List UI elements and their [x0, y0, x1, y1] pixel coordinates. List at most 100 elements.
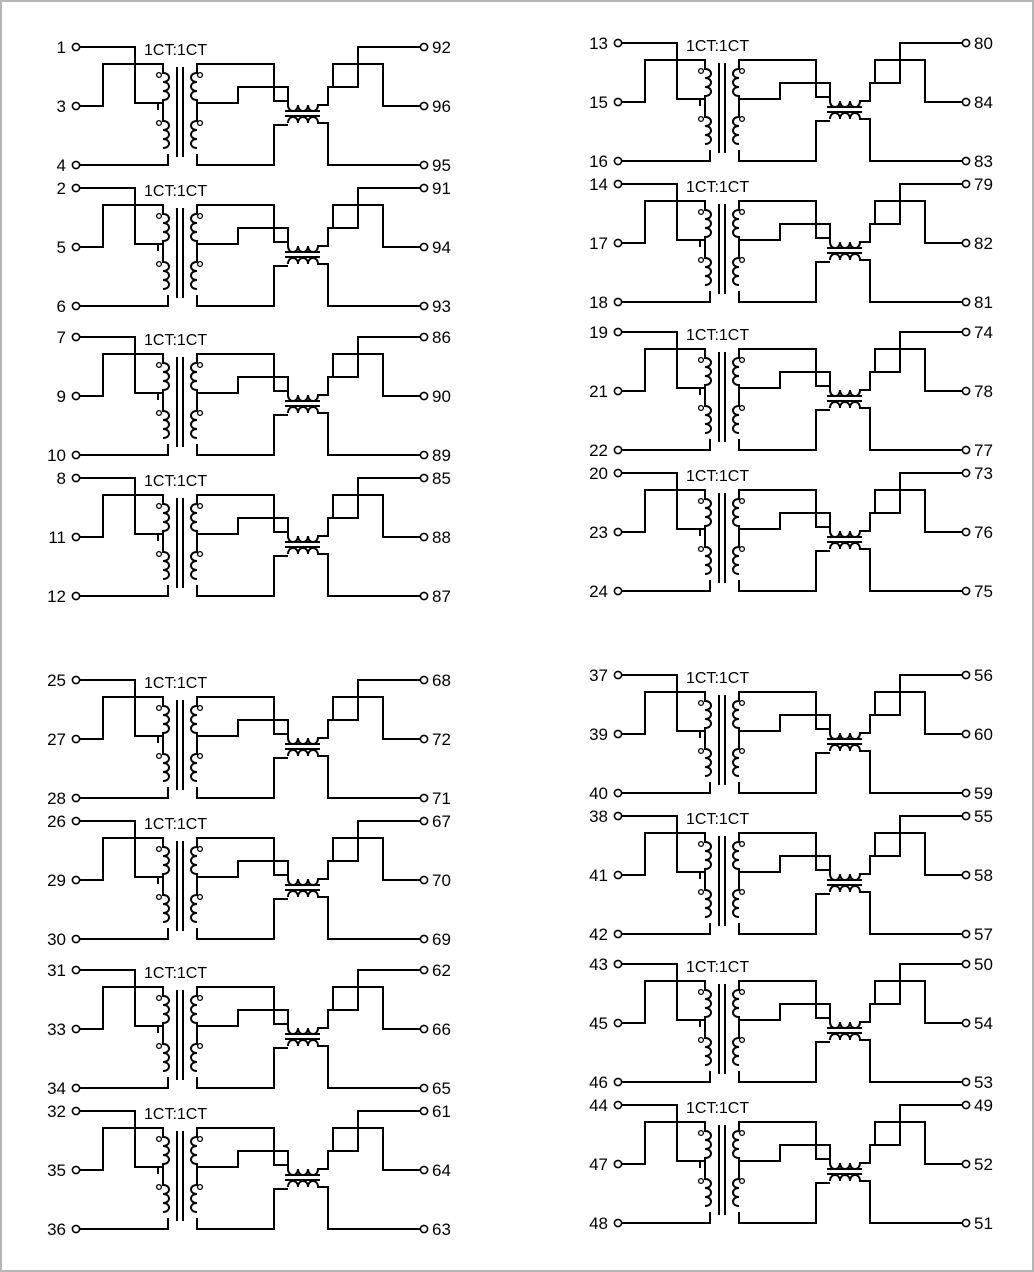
- pin-terminal: [71, 934, 81, 944]
- pin-terminal: [961, 156, 971, 166]
- pin-terminal: [613, 327, 623, 337]
- pin-terminal: [613, 38, 623, 48]
- pin-label: 64: [432, 1161, 451, 1180]
- pin-terminal: [961, 1018, 971, 1028]
- pin-terminal: [419, 101, 429, 111]
- pin-label: 29: [47, 871, 66, 890]
- pin-label: 58: [974, 866, 993, 885]
- pin-label: 67: [432, 812, 451, 831]
- pin-label: 38: [589, 807, 608, 826]
- pin-terminal: [419, 816, 429, 826]
- pin-label: 25: [47, 671, 66, 690]
- pin-label: 89: [432, 446, 451, 465]
- pin-label: 28: [47, 789, 66, 808]
- turns-ratio-label: 1CT:1CT: [686, 38, 749, 55]
- pin-label: 45: [589, 1014, 608, 1033]
- pin-label: 63: [432, 1220, 451, 1239]
- pin-label: 40: [589, 784, 608, 803]
- pin-terminal: [961, 959, 971, 969]
- pin-label: 16: [589, 152, 608, 171]
- pin-terminal: [613, 959, 623, 969]
- pin-terminal: [961, 445, 971, 455]
- turns-ratio-label: 1CT:1CT: [144, 1106, 207, 1123]
- pin-label: 73: [974, 464, 993, 483]
- pin-terminal: [419, 473, 429, 483]
- pin-label: 12: [47, 587, 66, 606]
- pin-label: 83: [974, 152, 993, 171]
- pin-terminal: [419, 934, 429, 944]
- pin-label: 9: [57, 387, 66, 406]
- pin-terminal: [613, 527, 623, 537]
- pin-label: 13: [589, 34, 608, 53]
- pin-label: 84: [974, 93, 993, 112]
- pin-terminal: [71, 101, 81, 111]
- pin-terminal: [419, 532, 429, 542]
- pin-terminal: [71, 391, 81, 401]
- pin-terminal: [961, 1159, 971, 1169]
- pin-terminal: [419, 450, 429, 460]
- pin-label: 46: [589, 1073, 608, 1092]
- pin-label: 5: [57, 238, 66, 257]
- pin-label: 30: [47, 930, 66, 949]
- pin-terminal: [961, 929, 971, 939]
- pin-label: 70: [432, 871, 451, 890]
- pin-terminal: [71, 183, 81, 193]
- pin-terminal: [613, 670, 623, 680]
- pin-label: 43: [589, 955, 608, 974]
- pin-terminal: [613, 1018, 623, 1028]
- pin-label: 79: [974, 175, 993, 194]
- pin-label: 51: [974, 1214, 993, 1233]
- pin-label: 24: [589, 582, 608, 601]
- pin-terminal: [961, 1218, 971, 1228]
- turns-ratio-label: 1CT:1CT: [144, 473, 207, 490]
- pin-terminal: [419, 793, 429, 803]
- pin-label: 52: [974, 1155, 993, 1174]
- pin-label: 50: [974, 955, 993, 974]
- pin-terminal: [71, 1083, 81, 1093]
- pin-label: 92: [432, 38, 451, 57]
- pin-terminal: [71, 591, 81, 601]
- pin-label: 11: [48, 528, 66, 547]
- pin-label: 44: [589, 1096, 608, 1115]
- pin-terminal: [613, 929, 623, 939]
- pin-terminal: [613, 870, 623, 880]
- pin-label: 23: [589, 523, 608, 542]
- pin-terminal: [613, 297, 623, 307]
- pin-terminal: [419, 1224, 429, 1234]
- pin-label: 4: [57, 156, 66, 175]
- turns-ratio-label: 1CT:1CT: [686, 468, 749, 485]
- pin-terminal: [961, 729, 971, 739]
- pin-label: 19: [589, 323, 608, 342]
- pin-terminal: [71, 160, 81, 170]
- pin-terminal: [71, 965, 81, 975]
- pin-terminal: [419, 242, 429, 252]
- pin-label: 85: [432, 469, 451, 488]
- pin-label: 86: [432, 328, 451, 347]
- pin-terminal: [419, 875, 429, 885]
- pin-terminal: [419, 1024, 429, 1034]
- pin-label: 93: [432, 297, 451, 316]
- pin-terminal: [961, 468, 971, 478]
- turns-ratio-label: 1CT:1CT: [144, 816, 207, 833]
- pin-label: 55: [974, 807, 993, 826]
- pin-label: 54: [974, 1014, 993, 1033]
- pin-terminal: [961, 238, 971, 248]
- pin-label: 17: [589, 234, 608, 253]
- turns-ratio-label: 1CT:1CT: [686, 1100, 749, 1117]
- pin-terminal: [71, 301, 81, 311]
- pin-terminal: [71, 816, 81, 826]
- pin-label: 15: [589, 93, 608, 112]
